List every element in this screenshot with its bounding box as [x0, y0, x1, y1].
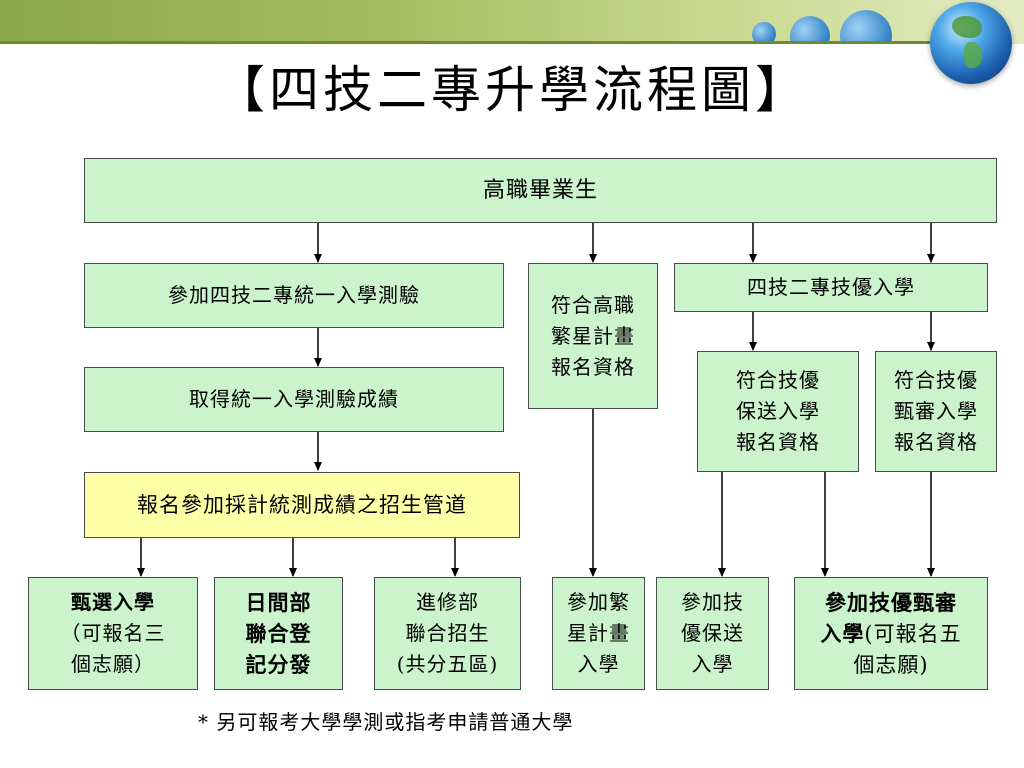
node-skill-screen-eligible: 符合技優 甄審入學 報名資格 [875, 351, 997, 472]
node-skill-screen-join: 參加技優甄審 入學(可報名五 個志願) [794, 577, 988, 690]
node-skill-recommend-join-line3: 入學 [691, 652, 734, 676]
node-day-division: 日間部 聯合登 記分發 [214, 577, 343, 690]
node-day-division-line3: 記分發 [245, 652, 312, 677]
bubble-decoration [752, 22, 776, 44]
node-skill-recommend-eligible-line2: 保送入學 [736, 399, 820, 423]
node-score-channels-label: 報名參加採計統測成績之招生管道 [137, 492, 467, 517]
node-skill-recommend-join-line2: 優保送 [681, 621, 744, 645]
node-graduate: 高職畢業生 [84, 158, 997, 223]
node-selection-line3: 個志願） [71, 652, 155, 676]
node-skill-screen-join-line3: 個志願) [853, 652, 929, 677]
node-graduate-label: 高職畢業生 [482, 178, 598, 203]
node-continuing-line1: 進修部 [416, 590, 479, 614]
node-exam-score: 取得統一入學測驗成績 [84, 367, 504, 432]
bubble-decoration [840, 10, 892, 44]
node-continuing-line3: (共分五區) [396, 652, 499, 676]
node-score-channels: 報名參加採計統測成績之招生管道 [84, 472, 520, 538]
node-skill-screen-eligible-line1: 符合技優 [894, 368, 978, 392]
node-star-eligible: 符合高職 繁星計畫 報名資格 [528, 263, 658, 409]
banner-divider [0, 41, 940, 44]
node-star-join-line3: 入學 [577, 652, 620, 676]
node-star-eligible-line3: 報名資格 [551, 354, 635, 379]
node-continuing: 進修部 聯合招生 (共分五區) [374, 577, 521, 690]
node-skill-recommend-eligible-line3: 報名資格 [736, 430, 820, 454]
header-banner [0, 0, 1024, 44]
node-skill-screen-eligible-line2: 甄審入學 [894, 399, 978, 423]
node-star-eligible-line1: 符合高職 [551, 292, 635, 317]
node-exam-score-label: 取得統一入學測驗成績 [189, 387, 399, 411]
node-day-division-line2: 聯合登 [245, 621, 312, 646]
footnote: * 另可報考大學學測或指考申請普通大學 [198, 710, 574, 734]
node-day-division-line1: 日間部 [245, 590, 312, 615]
node-unified-exam-label: 參加四技二專統一入學測驗 [168, 283, 420, 307]
node-skill-screen-join-rest: (可報名五 [864, 621, 962, 646]
bubble-decoration [790, 16, 830, 44]
node-skill-screen-join-line1: 參加技優甄審 [825, 589, 957, 615]
node-skill-recommend-join: 參加技 優保送 入學 [656, 577, 769, 690]
node-continuing-line2: 聯合招生 [405, 621, 490, 645]
node-skill-admission: 四技二專技優入學 [674, 263, 988, 312]
globe-icon [930, 2, 1012, 84]
node-skill-recommend-join-line1: 參加技 [681, 590, 744, 614]
node-skill-screen-eligible-line3: 報名資格 [894, 430, 978, 454]
page-title: 【四技二專升學流程圖】 [215, 61, 809, 119]
node-skill-recommend-eligible-line1: 符合技優 [736, 368, 820, 392]
node-skill-recommend-eligible: 符合技優 保送入學 報名資格 [697, 351, 859, 472]
node-star-join-line2: 星計畫 [567, 621, 630, 645]
node-star-join-line1: 參加繁 [567, 590, 630, 614]
node-selection: 甄選入學 （可報名三 個志願） [28, 577, 198, 690]
node-selection-title: 甄選入學 [71, 590, 155, 614]
node-selection-line2: （可報名三 [60, 621, 166, 645]
node-unified-exam: 參加四技二專統一入學測驗 [84, 263, 504, 328]
node-skill-admission-label: 四技二專技優入學 [747, 275, 915, 299]
node-skill-screen-join-line2: 入學(可報名五 [820, 618, 961, 650]
node-star-eligible-line2: 繁星計畫 [551, 323, 635, 348]
node-skill-screen-join-bold: 入學 [820, 620, 865, 646]
node-star-join: 參加繁 星計畫 入學 [552, 577, 645, 690]
